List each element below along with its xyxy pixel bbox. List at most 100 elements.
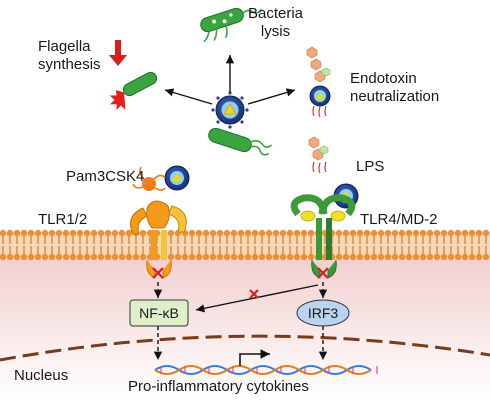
lipid-head [209,229,217,237]
transcription-arrow [239,349,270,366]
lipid-head [195,253,203,261]
lipid-head [139,229,147,237]
lipid-head [188,229,196,237]
lipid-head [419,253,427,261]
nanoparticle-tlr12 [164,165,190,191]
endotoxin-nanoparticle [306,46,331,118]
endotoxin-line2: neutralization [350,88,440,105]
lipid-head [468,229,476,237]
bacteria-lysis-line1: Bacteria [248,5,304,22]
lipid-head [398,253,406,261]
lipid-head [27,229,35,237]
lipid-head [447,253,455,261]
lipid-head [454,253,462,261]
lipid-head [69,229,77,237]
lipid-head [13,229,21,237]
lipid-head [20,253,28,261]
lipid-head [230,229,238,237]
lipid-head [384,229,392,237]
lipid-head [244,253,252,261]
lipid-head [216,253,224,261]
flagella-bacterium [109,71,158,111]
lipid-head [300,229,308,237]
flagella-synthesis-line1: Flagella [38,38,91,55]
lipid-head [6,253,14,261]
tlr4md2-label: TLR4/MD-2 [360,211,438,228]
nfkb-label: NF-κB [139,305,179,321]
lipid-head [412,229,420,237]
lipid-head [202,229,210,237]
lipid-head [55,229,63,237]
lipid-head [251,229,259,237]
tlr12-receptor [130,200,187,279]
lipid-head [27,253,35,261]
inhibition-marks [152,267,329,299]
lipid-head [34,229,42,237]
nucleus-label: Nucleus [14,367,69,384]
lipid-head [216,229,224,237]
lipid-head [76,229,84,237]
lipid-head [475,229,483,237]
lipid-head [258,253,266,261]
lipid-head [426,253,434,261]
irf3-label: IRF3 [307,305,339,321]
lipid-head [433,253,441,261]
lipid-head [90,253,98,261]
lipid-head [20,229,28,237]
tlr4-md2-receptor [290,194,356,279]
endotoxin-line1: Endotoxin [350,70,417,87]
lipid-head [272,229,280,237]
lipid-head [412,253,420,261]
lipid-head [83,229,91,237]
lipid-head [265,253,273,261]
nfkb-box [129,299,189,327]
lipid-head [209,253,217,261]
lysed-bacterium [200,7,263,43]
cell-membrane [0,229,490,261]
lipid-head [125,229,133,237]
lipid-head [433,229,441,237]
lipid-head [398,229,406,237]
lipid-head [440,229,448,237]
lipid-head [62,253,70,261]
lipid-head [111,253,119,261]
lipid-head [363,253,371,261]
lipid-head [62,229,70,237]
bacteria-lysis-label: Bacteria lysis [248,5,303,41]
lipid-head [475,253,483,261]
lipid-head [447,229,455,237]
lipid-head [202,253,210,261]
lipid-head [0,229,7,237]
lipid-head [48,253,56,261]
lipid-head [244,229,252,237]
bacterium-bottom [208,127,272,156]
center-nanoparticle [211,91,249,129]
lipid-head [97,253,105,261]
lipid-head [440,253,448,261]
cytoplasm-region [0,258,490,400]
lipid-head [125,253,133,261]
lipid-head [97,229,105,237]
lipid-head [118,229,126,237]
cytokines-label: Pro-inflammatory cytokines [128,378,309,395]
lipid-head [188,253,196,261]
lipid-head [384,253,392,261]
lipid-head [342,229,350,237]
lipid-head [55,253,63,261]
lipid-head [356,253,364,261]
lipid-head [167,253,175,261]
lipid-head [132,253,140,261]
lipid-head [286,253,294,261]
endotoxin-neutralization-label: Endotoxin neutralization [350,70,439,106]
tlr12-label: TLR1/2 [38,211,88,228]
lipid-head [139,253,147,261]
lipid-head [405,229,413,237]
bacteria-lysis-line2: lysis [260,23,291,40]
flagella-synthesis-line2: synthesis [38,56,101,73]
lipid-head [363,229,371,237]
lipid-head [482,229,490,237]
lipid-head [377,253,385,261]
lipid-head [356,229,364,237]
